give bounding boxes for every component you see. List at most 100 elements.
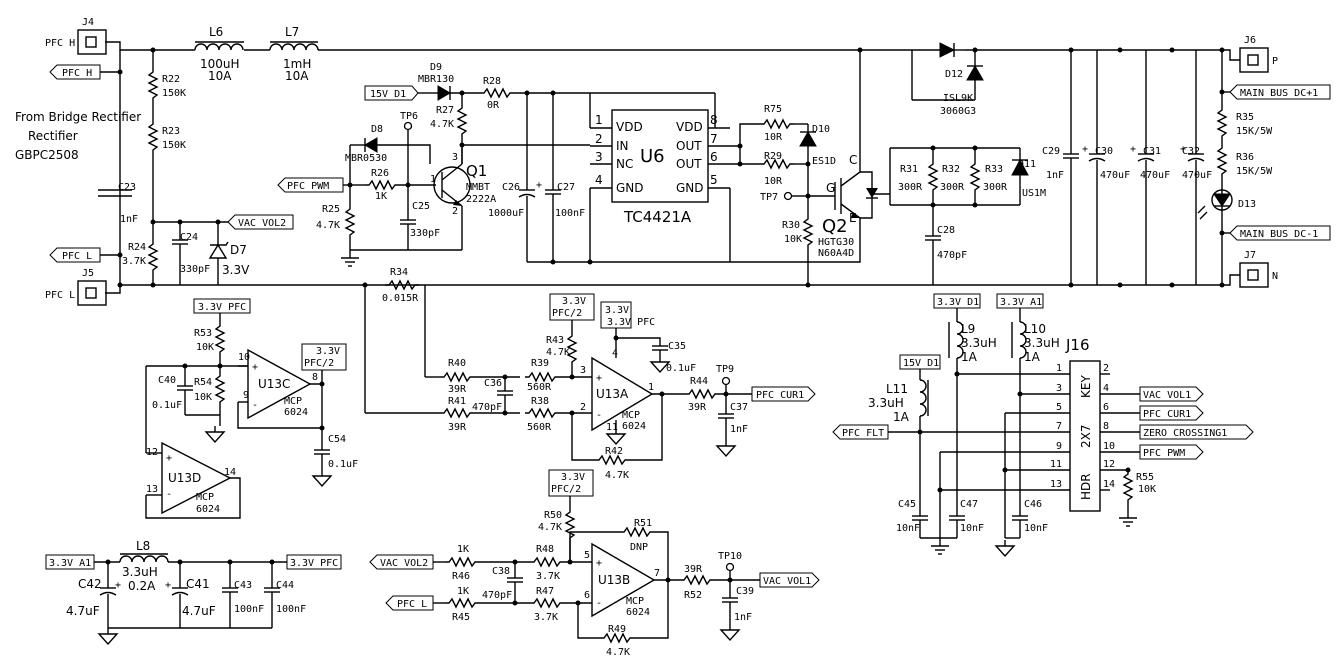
svg-text:OUT: OUT [676, 139, 702, 153]
svg-text:J16: J16 [1065, 336, 1090, 354]
svg-text:ISL9K: ISL9K [943, 93, 973, 104]
svg-text:L8: L8 [136, 539, 150, 553]
zener-d7: D73.3V [208, 222, 250, 285]
svg-text:3.7K: 3.7K [536, 571, 560, 582]
svg-text:100uH: 100uH [200, 57, 240, 71]
svg-text:R33: R33 [985, 164, 1003, 175]
svg-text:3: 3 [580, 365, 586, 376]
svg-text:TC4421A: TC4421A [623, 208, 692, 226]
svg-text:PFC H: PFC H [45, 38, 75, 49]
net-label-zero-crossing1: ZERO CROSSING1 [1139, 424, 1254, 440]
net-label-3v3-a1: 3.3V A1 [996, 293, 1044, 309]
connector-j6: J6 P [1239, 35, 1278, 73]
svg-text:4.7K: 4.7K [430, 119, 454, 130]
svg-text:3.3V PFC: 3.3V PFC [607, 317, 655, 328]
svg-text:5: 5 [710, 173, 718, 187]
svg-text:R40: R40 [448, 358, 466, 369]
svg-text:NC: NC [616, 157, 633, 171]
svg-text:PFC/2: PFC/2 [551, 484, 581, 495]
svg-text:PFC H: PFC H [62, 68, 92, 79]
svg-text:5: 5 [1056, 402, 1062, 413]
test-point-tp7[interactable]: TP7 [760, 191, 811, 203]
svg-text:C26: C26 [502, 182, 520, 193]
svg-text:PFC L: PFC L [62, 251, 92, 262]
svg-text:VAC VOL2: VAC VOL2 [380, 558, 428, 569]
svg-text:L11: L11 [886, 382, 908, 396]
svg-text:9: 9 [1056, 441, 1062, 452]
svg-text:R52: R52 [684, 590, 702, 601]
svg-text:3.3uH: 3.3uH [868, 396, 904, 410]
net-label-vac-vol1-out: VAC VOL1 [759, 572, 820, 588]
svg-text:330pF: 330pF [180, 264, 210, 275]
igbt-q2: C G E Q2 HGTG30 N60A4D [808, 50, 878, 263]
svg-text:300R: 300R [940, 182, 965, 193]
test-point-tp9[interactable]: TP9 [716, 364, 734, 394]
net-label-pfc-pwm: PFC PWM [277, 177, 350, 193]
svg-text:470pF: 470pF [472, 402, 502, 413]
net-label-main-bus-dc-plus: MAIN BUS DC+1 [1219, 84, 1331, 100]
svg-text:3.3V PFC: 3.3V PFC [198, 302, 246, 313]
svg-text:D9: D9 [430, 62, 442, 73]
svg-text:R47: R47 [536, 586, 554, 597]
svg-text:1nF: 1nF [730, 424, 748, 435]
svg-text:11: 11 [1050, 459, 1062, 470]
svg-text:150K: 150K [162, 140, 186, 151]
svg-text:MAIN BUS DC+1: MAIN BUS DC+1 [1240, 88, 1318, 99]
svg-text:10nF: 10nF [1024, 523, 1048, 534]
svg-text:300R: 300R [983, 182, 1008, 193]
svg-text:J5: J5 [82, 268, 94, 279]
svg-text:IN: IN [616, 139, 629, 153]
svg-text:39R: 39R [448, 422, 467, 433]
svg-text:4.7uF: 4.7uF [66, 604, 100, 618]
svg-text:R55: R55 [1136, 472, 1154, 483]
svg-text:VAC VOL1: VAC VOL1 [763, 576, 811, 587]
svg-text:15V D1: 15V D1 [903, 358, 939, 369]
svg-text:C37: C37 [730, 402, 748, 413]
svg-text:HGTG30: HGTG30 [818, 237, 854, 248]
svg-text:R50: R50 [544, 510, 562, 521]
net-label-pfc-h: PFC H [49, 64, 123, 80]
svg-text:GND: GND [676, 181, 704, 195]
svg-text:PFC L: PFC L [45, 290, 75, 301]
svg-text:12: 12 [1103, 459, 1115, 470]
svg-text:14: 14 [224, 467, 236, 478]
test-point-tp10[interactable]: TP10 [718, 551, 742, 580]
svg-text:8: 8 [312, 372, 318, 383]
svg-text:1A: 1A [893, 410, 910, 424]
svg-text:13: 13 [146, 484, 158, 495]
svg-text:E: E [849, 211, 857, 225]
svg-text:11: 11 [606, 422, 618, 433]
svg-text:150K: 150K [162, 88, 186, 99]
svg-text:R29: R29 [764, 151, 782, 162]
svg-text:D10: D10 [812, 124, 830, 135]
svg-text:OUT: OUT [676, 157, 702, 171]
svg-text:MMBT: MMBT [466, 182, 490, 193]
source-note: From Bridge Rectifier Rectifier GBPC2508 [15, 110, 141, 162]
svg-text:3: 3 [1056, 383, 1062, 394]
svg-text:+: + [252, 362, 258, 373]
resistor-r47: R47 3.7K [529, 586, 592, 623]
svg-text:C38: C38 [492, 566, 510, 577]
svg-text:4.7uF: 4.7uF [182, 604, 216, 618]
svg-text:C25: C25 [412, 201, 430, 212]
net-label-pfc-l-in: PFC L [385, 595, 434, 611]
test-point-tp6[interactable]: TP6 [400, 111, 418, 185]
svg-text:3.7K: 3.7K [534, 612, 558, 623]
